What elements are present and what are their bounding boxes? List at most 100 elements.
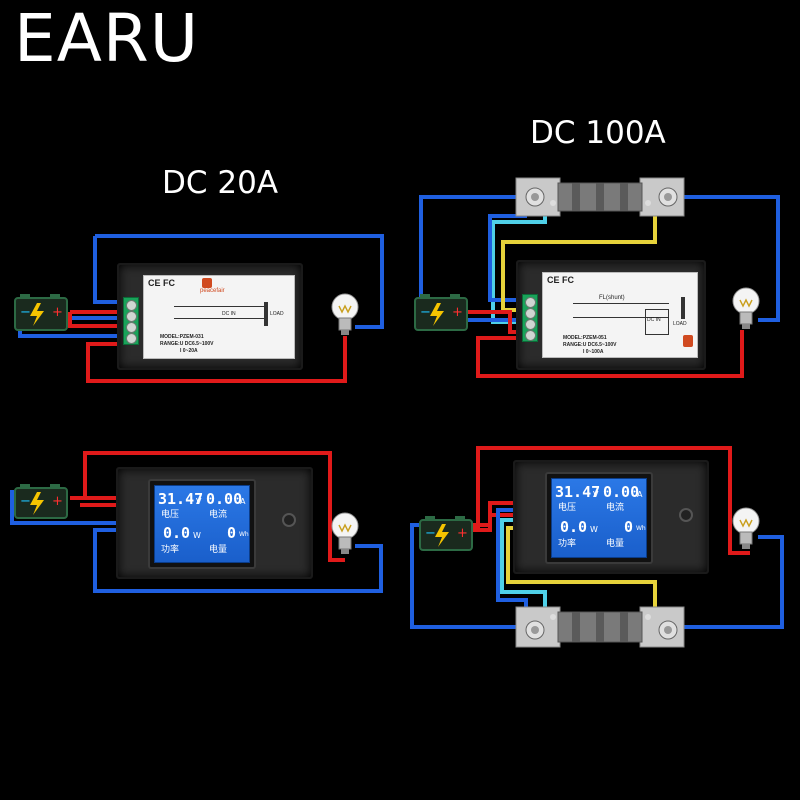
load-symbol (264, 302, 268, 326)
lcd-bezel: 31.47 V 0.00 A 电压 电流 0.0 W 0 Wh 功率 电量 (545, 472, 653, 564)
spec-label: CE FC peacefair DC IN LOAD MODEL:PZEM-03… (143, 275, 295, 359)
circuit-line (174, 318, 266, 319)
title-dc20: DC 20A (162, 165, 279, 201)
svg-text:−: − (20, 305, 31, 320)
range-i-text: I 0~100A (583, 349, 604, 355)
energy-unit: Wh (239, 531, 249, 538)
dc-in-label: DC IN (647, 317, 661, 323)
wire-q4-blue-sense (496, 508, 528, 615)
range-u-text: RANGE:U DC6.5~100V (160, 341, 214, 347)
power-readout: 0.0 (163, 524, 191, 542)
spec-label: CE FC FL(shunt) DC IN LOAD MODEL:PZEM-05… (542, 272, 698, 358)
svg-text:+: + (457, 526, 468, 541)
dc-in-label: DC IN (222, 311, 236, 317)
svg-text:+: + (52, 305, 63, 320)
circuit-line (573, 303, 669, 304)
wire-q2-blue-shunt-batt (419, 195, 525, 302)
terminal-screw-icon (126, 311, 137, 322)
reset-button[interactable] (679, 508, 693, 522)
svg-text:+: + (52, 494, 63, 509)
brand-logo: EARU (14, 0, 200, 77)
battery-icon: − + (419, 516, 473, 551)
lcd-bezel: 31.47 V 0.00 A 电压 电流 0.0 W 0 Wh 功率 电量 (148, 479, 256, 569)
load-label: LOAD (270, 311, 284, 317)
voltage-unit: V (196, 497, 202, 506)
power-unit: W (590, 525, 598, 534)
title-dc100: DC 100A (530, 115, 666, 151)
terminal-block (123, 297, 139, 345)
voltage-readout: 31.47 (555, 483, 601, 501)
terminal-screw-icon (525, 297, 536, 308)
energy-caption: 电量 (209, 545, 228, 555)
circuit-line (573, 317, 669, 318)
cert-marks: CE FC (547, 275, 574, 285)
wire-q4-blue-shunt-batt (410, 523, 525, 629)
svg-text:−: − (20, 494, 31, 509)
energy-unit: Wh (636, 525, 646, 532)
current-unit: A (637, 490, 643, 499)
wire-q1-blue-top (95, 234, 384, 329)
meter-module-20a-back: CE FC peacefair DC IN LOAD MODEL:PZEM-03… (117, 263, 303, 370)
wire-q2-red-load (476, 330, 744, 378)
svg-text:+: + (452, 305, 463, 320)
brand-logo-icon (202, 278, 212, 288)
voltage-caption: 电压 (161, 510, 180, 520)
power-caption: 功率 (558, 539, 577, 549)
lcd-screen: 31.47 V 0.00 A 电压 电流 0.0 W 0 Wh 功率 电量 (154, 485, 250, 563)
power-unit: W (193, 531, 201, 540)
current-caption: 电流 (606, 503, 625, 513)
model-text: MODEL:PZEM-031 (160, 334, 204, 340)
wire-q3-blue-load (93, 528, 383, 593)
current-readout: 0.00 (603, 483, 640, 501)
current-unit: A (240, 497, 246, 506)
wire-q4-yellow-sense (506, 526, 657, 615)
battery-icon: − + (14, 484, 68, 519)
terminal-screw-icon (126, 322, 137, 333)
meter-module-100a-front: 31.47 V 0.00 A 电压 电流 0.0 W 0 Wh 功率 电量 (513, 460, 709, 574)
shunt-icon (515, 606, 685, 648)
dc-in-box (645, 309, 669, 335)
terminal-screw-icon (525, 330, 536, 341)
wire-q1-red-link (68, 312, 128, 328)
wire-q2-blue-shunt-load (676, 195, 780, 322)
energy-caption: 电量 (606, 539, 625, 549)
power-readout: 0.0 (560, 518, 588, 536)
terminal-screw-icon (525, 308, 536, 319)
meter-module-20a-front: 31.47 V 0.00 A 电压 电流 0.0 W 0 Wh 功率 电量 (116, 467, 313, 579)
bulb-icon (331, 512, 359, 554)
voltage-unit: V (593, 490, 599, 499)
terminal-block (522, 294, 538, 342)
terminal-screw-icon (525, 319, 536, 330)
svg-text:−: − (425, 526, 436, 541)
circuit-line (174, 306, 266, 307)
lcd-screen: 31.47 V 0.00 A 电压 电流 0.0 W 0 Wh 功率 电量 (551, 478, 647, 558)
wire-q4-cyan-sense (500, 518, 547, 615)
wire-q1-red-load (86, 336, 347, 383)
cert-marks: CE FC (148, 278, 175, 288)
shunt-icon (515, 177, 685, 217)
battery-icon: − + (414, 294, 468, 331)
range-u-text: RANGE:U DC6.5~100V (563, 342, 617, 348)
current-readout: 0.00 (206, 490, 243, 508)
meter-module-100a-back: CE FC FL(shunt) DC IN LOAD MODEL:PZEM-05… (516, 260, 706, 370)
terminal-screw-icon (126, 333, 137, 344)
energy-readout: 0 (227, 524, 237, 542)
current-caption: 电流 (209, 510, 228, 520)
wire-q4-red-batt2 (470, 513, 514, 532)
load-label: LOAD (673, 321, 687, 327)
shunt-label: FL(shunt) (599, 295, 625, 301)
bulb-icon (331, 293, 359, 335)
model-text: MODEL:PZEM-051 (563, 335, 607, 341)
battery-icon: − + (14, 294, 68, 331)
power-caption: 功率 (161, 545, 180, 555)
energy-readout: 0 (624, 518, 634, 536)
voltage-caption: 电压 (558, 503, 577, 513)
wire-q3-blue-batt (10, 490, 118, 525)
bulb-icon (732, 287, 760, 329)
load-symbol (681, 297, 685, 319)
wire-q4-blue-shunt-load (676, 535, 784, 629)
brand-mark: peacefair (200, 288, 225, 294)
reset-button[interactable] (282, 513, 296, 527)
